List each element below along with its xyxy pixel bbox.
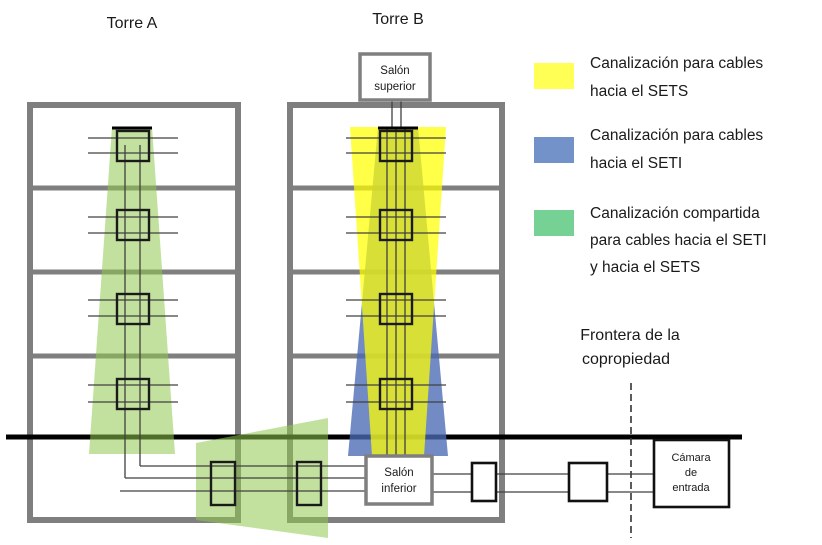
entry-chamber-label-2: de: [685, 467, 697, 479]
lower-room-label-2: inferior: [381, 483, 416, 495]
tower-a-node: [115, 129, 151, 163]
legend-shared-line-3: y hacia el SETS: [590, 259, 700, 276]
basement-node-a: [209, 460, 237, 507]
tower-a-label: Torre A: [107, 15, 158, 32]
legend: Canalización para cables hacia el SETS C…: [534, 55, 767, 276]
tower-a-riser-wires: [124, 145, 141, 478]
tower-a-floor-wires: [88, 137, 178, 403]
legend-shared-line-1: Canalización compartida: [590, 205, 760, 222]
legend-sets-line-2: hacia el SETS: [590, 83, 688, 100]
upper-room-label-2: superior: [374, 81, 416, 93]
sets-duct-tower-b: [350, 127, 446, 456]
legend-seti-line-2: hacia el SETI: [590, 155, 682, 172]
tower-b-node: [378, 129, 414, 163]
boundary-label-2: copropiedad: [582, 351, 670, 368]
legend-item-seti: Canalización para cables hacia el SETI: [534, 127, 763, 172]
legend-swatch-sets: [534, 63, 574, 89]
entry-chamber-label-3: entrada: [672, 482, 710, 494]
tower-b-riser-wires: [386, 100, 406, 456]
shared-duct-tower-a: [89, 127, 175, 454]
tower-a-node: [115, 377, 151, 411]
tower-b-label: Torre B: [372, 11, 424, 28]
basement-node-b: [295, 460, 323, 507]
tower-a-node: [115, 292, 151, 326]
lower-room-box: [364, 454, 434, 506]
upper-room-box: [358, 52, 432, 102]
tower-b-node: [378, 377, 414, 411]
tower-b-node: [378, 208, 414, 242]
legend-swatch-seti: [534, 137, 574, 163]
entry-chamber-label-1: Cámara: [671, 452, 711, 464]
legend-item-shared: Canalización compartida para cables haci…: [534, 205, 767, 276]
tower-a-node: [115, 208, 151, 242]
tower-b-node: [378, 292, 414, 326]
legend-swatch-shared: [534, 210, 574, 236]
legend-seti-line-1: Canalización para cables: [590, 127, 763, 144]
tower-a-floor-nodes: [115, 129, 151, 411]
tower-b-floor-nodes: [378, 129, 414, 411]
boundary-label-1: Frontera de la: [580, 327, 680, 344]
upper-room-label-1: Salón: [380, 65, 409, 77]
legend-item-sets: Canalización para cables hacia el SETS: [534, 55, 763, 100]
legend-shared-line-2: para cables hacia el SETI: [590, 232, 767, 249]
basement-wires: [120, 465, 654, 493]
lower-room-label-1: Salón: [384, 467, 413, 479]
legend-sets-line-1: Canalización para cables: [590, 55, 763, 72]
entry-chamber-box: [652, 438, 731, 509]
handhole-box: [470, 461, 498, 503]
handhole-box-large: [567, 461, 609, 503]
